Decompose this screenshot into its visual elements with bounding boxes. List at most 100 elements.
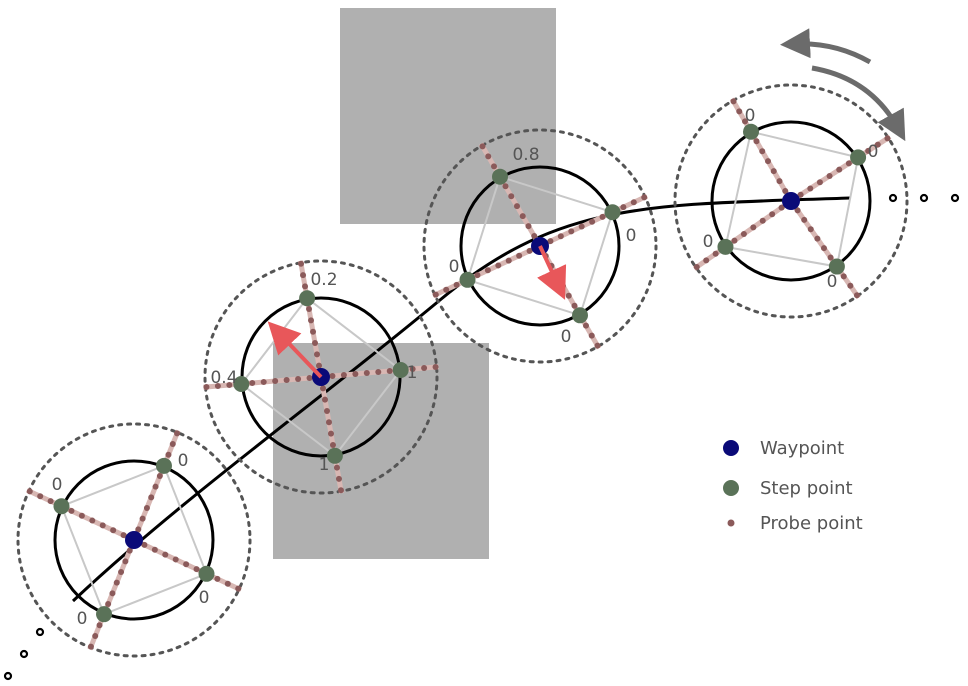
step-point — [233, 375, 250, 392]
step-value-label: 0 — [703, 232, 714, 252]
step-point — [459, 271, 476, 288]
probe-point-marker-icon — [727, 519, 735, 527]
probe-point — [152, 483, 159, 490]
legend: Waypoint Step point Probe point — [723, 438, 863, 534]
safety-ring — [203, 259, 439, 495]
probe-point — [151, 546, 158, 553]
step-point — [743, 123, 759, 140]
probe-point — [432, 363, 439, 370]
probe-point — [316, 362, 323, 369]
probe-point — [730, 98, 737, 105]
probe-point — [765, 158, 771, 165]
probe-point — [87, 643, 94, 650]
safety-ring — [673, 83, 909, 319]
probe-point — [514, 203, 520, 210]
step-point — [155, 457, 172, 474]
probe-point — [712, 250, 719, 257]
probe-point — [92, 632, 99, 639]
probe-point — [588, 332, 595, 339]
probe-point — [865, 147, 872, 154]
probe-point — [96, 622, 103, 629]
probe-point — [37, 493, 44, 500]
probe-point — [120, 532, 127, 539]
probe-point — [283, 377, 290, 384]
probe-point — [203, 384, 210, 391]
obstacle-top — [340, 8, 556, 224]
probe-point — [169, 441, 176, 448]
waypoint — [125, 531, 143, 549]
probe-point — [162, 551, 169, 558]
step-value-label: 0 — [827, 272, 838, 292]
probe-point — [310, 328, 317, 335]
legend-label: Waypoint — [760, 438, 844, 459]
step-value-label: 0.2 — [310, 270, 337, 290]
continuation-dots-start — [3, 627, 45, 681]
probe-point — [740, 230, 747, 237]
probe-point — [214, 575, 221, 582]
probe-point — [853, 292, 860, 299]
probe-point — [118, 568, 125, 575]
step-point — [717, 238, 734, 255]
step-value-label: 0.8 — [512, 145, 539, 165]
probe-point — [693, 263, 700, 270]
probe-point — [193, 566, 200, 573]
continuation-dots-end — [888, 193, 960, 203]
step-value-label: 0 — [449, 257, 460, 277]
probe-point — [68, 507, 75, 514]
probe-point — [884, 135, 891, 142]
probe-point — [89, 517, 96, 524]
probe-point — [126, 547, 133, 554]
step-value-label: 0 — [561, 327, 572, 347]
probe-point — [340, 371, 347, 378]
probe-point — [502, 183, 509, 190]
probe-point — [235, 585, 242, 592]
probe-point — [165, 451, 172, 458]
probe-point — [778, 204, 785, 211]
step-value-label: 0 — [77, 609, 88, 629]
probe-point — [557, 233, 564, 240]
probe-point — [329, 441, 336, 448]
probe-point — [845, 160, 852, 167]
probe-point — [443, 286, 450, 293]
waypoint — [782, 192, 800, 210]
probe-point — [148, 494, 155, 501]
probe-point — [568, 228, 575, 235]
probe-point — [314, 351, 321, 358]
probe-point — [432, 291, 439, 298]
probe-point — [770, 168, 777, 175]
probe-point — [333, 464, 340, 471]
step-circle — [710, 120, 872, 282]
probe-point — [547, 238, 554, 245]
probe-point — [298, 260, 305, 267]
step-point — [572, 307, 588, 324]
probe-point — [599, 213, 606, 220]
probe-point — [525, 223, 532, 230]
probe-point — [312, 340, 319, 347]
probe-point — [329, 372, 336, 379]
probe-point — [485, 153, 492, 160]
waypoint-marker-icon — [723, 440, 739, 456]
legend-item-probe-point: Probe point — [727, 513, 863, 534]
probe-point — [797, 191, 804, 198]
probe-point — [505, 257, 512, 264]
probe-point — [308, 317, 315, 324]
step-point — [326, 447, 343, 464]
probe-point — [421, 364, 428, 371]
safety-ring — [422, 128, 658, 364]
probe-point — [814, 235, 821, 242]
step-value-label: 1 — [319, 455, 330, 475]
step-value-label: 0 — [52, 475, 63, 495]
probe-point — [759, 148, 766, 155]
step-point — [198, 565, 215, 582]
legend-item-waypoint: Waypoint — [723, 438, 844, 459]
probe-point — [836, 166, 843, 173]
probe-point — [183, 561, 190, 568]
probe-point — [375, 368, 382, 375]
legend-item-step-point: Step point — [723, 478, 853, 499]
step-value-label: 0.4 — [210, 368, 237, 388]
probe-point — [337, 487, 344, 494]
probe-point — [516, 252, 523, 259]
probe-point — [325, 419, 332, 426]
